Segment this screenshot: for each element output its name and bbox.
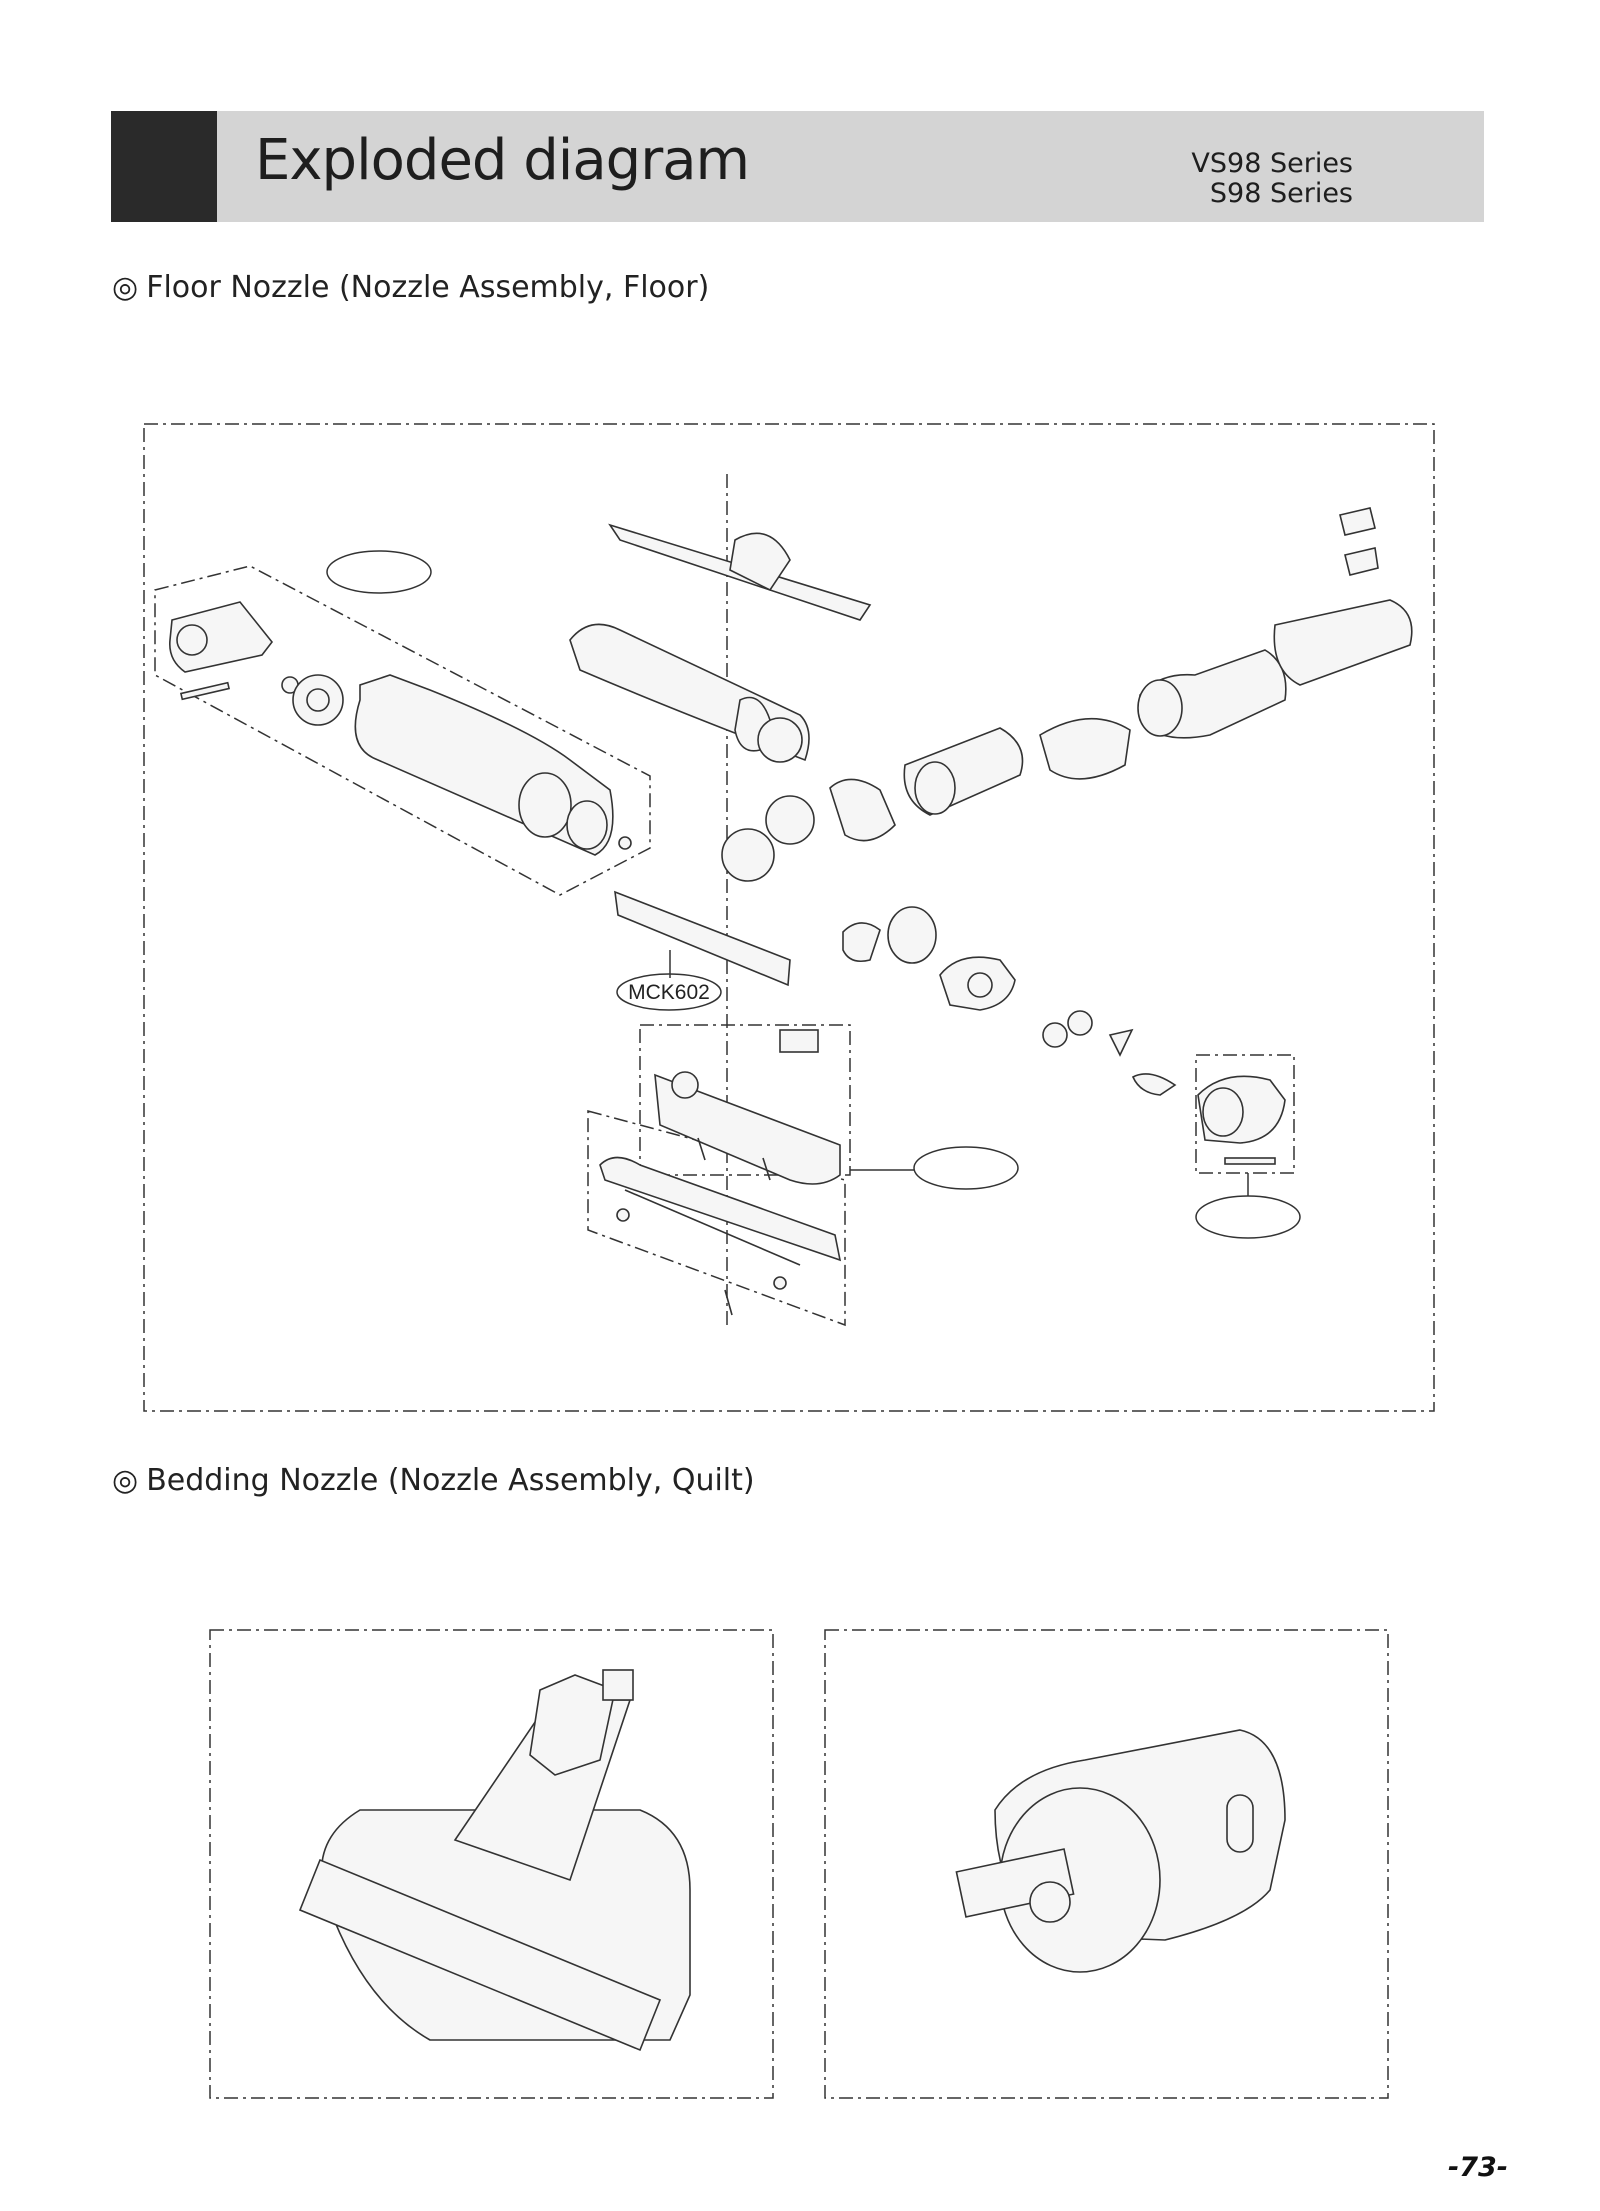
bedding-nozzle-base bbox=[298, 1858, 662, 2052]
bullet-icon: ◎ bbox=[112, 1463, 139, 1498]
axle bbox=[624, 1189, 801, 1266]
drive-gear bbox=[1067, 1010, 1093, 1036]
neck-latch-housing bbox=[1273, 599, 1413, 686]
part-label-mck602: MCK602 bbox=[628, 981, 710, 1004]
seal-ring bbox=[721, 828, 775, 882]
screw bbox=[762, 1157, 771, 1181]
series-label-s98: S98 Series bbox=[1209, 178, 1353, 209]
bearing-bore bbox=[306, 688, 330, 712]
bedding-nozzle-frame bbox=[209, 1629, 774, 2099]
base-plate bbox=[599, 1156, 842, 1262]
page-title: Exploded diagram bbox=[255, 128, 750, 193]
section-title-floor-nozzle: ◎Floor Nozzle (Nozzle Assembly, Floor) bbox=[112, 270, 709, 305]
lower-cover bbox=[654, 1073, 841, 1185]
gear-housing-bore bbox=[967, 972, 993, 998]
drive-belt bbox=[1131, 1073, 1177, 1096]
top-cover-dome bbox=[729, 532, 791, 592]
motor-vent-slot bbox=[1226, 1794, 1254, 1853]
brush-roll-end bbox=[518, 772, 572, 838]
latch-spring bbox=[1344, 547, 1379, 576]
section-title-bedding-nozzle: ◎Bedding Nozzle (Nozzle Assembly, Quilt) bbox=[112, 1463, 755, 1498]
callout-blank-lower bbox=[913, 1146, 1019, 1190]
bullet-icon: ◎ bbox=[112, 270, 139, 305]
swivel-joint bbox=[829, 778, 896, 842]
floor-nozzle-frame bbox=[143, 423, 1435, 1412]
lower-cover-group-boundary bbox=[639, 1024, 851, 1176]
motor-frame bbox=[824, 1629, 1389, 2099]
screw bbox=[697, 1137, 706, 1161]
pin bbox=[179, 681, 231, 701]
page-number: -73- bbox=[1448, 2152, 1508, 2183]
hose-connector bbox=[1039, 717, 1131, 780]
swivel-ring bbox=[765, 795, 815, 845]
wheel bbox=[773, 1276, 787, 1290]
release-button bbox=[1339, 507, 1376, 536]
drive-motor bbox=[887, 906, 937, 964]
callout-mck602 bbox=[616, 973, 722, 1011]
nut bbox=[618, 836, 632, 850]
series-label-vs98: VS98 Series bbox=[1191, 148, 1353, 179]
pulley bbox=[1042, 1022, 1068, 1048]
section-title-text: Floor Nozzle (Nozzle Assembly, Floor) bbox=[146, 270, 710, 305]
screw bbox=[724, 1289, 733, 1316]
callout-blank-side-cap bbox=[1195, 1195, 1301, 1239]
brush-end-bearing bbox=[566, 800, 608, 850]
lower-cover-hole bbox=[671, 1071, 699, 1099]
header-bar bbox=[111, 111, 1484, 222]
motor-end-bracket bbox=[842, 922, 881, 963]
side-cap-vent bbox=[1202, 1087, 1244, 1137]
neck-pipe-opening bbox=[1137, 679, 1183, 737]
bedding-nozzle-connector bbox=[602, 1669, 634, 1701]
end-cap-hub bbox=[176, 624, 208, 656]
front-bumper bbox=[614, 890, 791, 987]
housing-ring bbox=[757, 717, 803, 763]
belt-tensioner bbox=[1108, 1028, 1134, 1057]
wheel bbox=[616, 1208, 630, 1222]
side-pin bbox=[1224, 1157, 1276, 1165]
header-accent-block bbox=[111, 111, 217, 222]
hose-end bbox=[914, 761, 956, 815]
base-group-boundary bbox=[587, 1110, 846, 1327]
side-cap-group-boundary bbox=[1195, 1054, 1295, 1174]
callout-blank-brush bbox=[326, 550, 432, 594]
brush-group-boundary bbox=[154, 565, 651, 896]
bedding-nozzle-release-button bbox=[529, 1674, 616, 1776]
clip bbox=[779, 1029, 819, 1053]
motor-shaft bbox=[1029, 1881, 1071, 1923]
section-title-text: Bedding Nozzle (Nozzle Assembly, Quilt) bbox=[146, 1463, 755, 1498]
